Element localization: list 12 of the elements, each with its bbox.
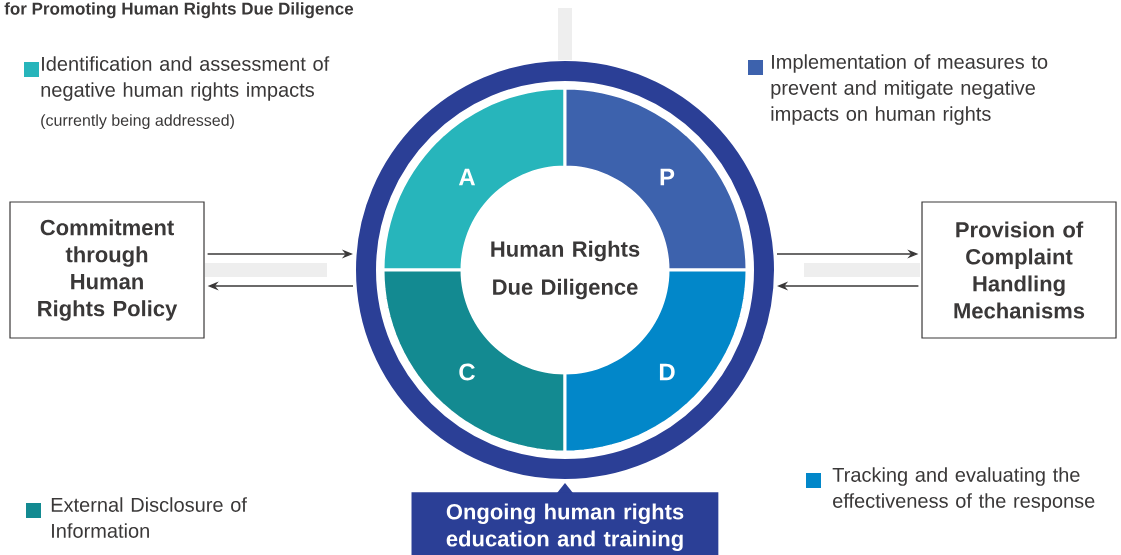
- title: for Promoting Human Rights Due Diligence: [4, 2, 354, 19]
- grid-band: [804, 263, 920, 277]
- callout-box: Ongoing human rights education and training: [411, 483, 719, 555]
- legend-text: External Disclosure of Information: [51, 497, 247, 538]
- note-text: (currently being addressed): [41, 114, 234, 130]
- grid-band: [205, 263, 327, 277]
- legend-text: Identification and assessment of negative human rights impacts: [41, 56, 330, 101]
- grid-band: [558, 8, 572, 60]
- process-box: Commitment through Human Rights Policy: [9, 201, 205, 339]
- process-box: Provision of Complaint Handling Mechanisms: [921, 201, 1117, 339]
- legend-text: Implementation of measures to prevent and mitigate negative impacts on human rights: [771, 54, 1048, 125]
- legend-text: Tracking and evaluating the effectiveness of the response: [832, 467, 1095, 512]
